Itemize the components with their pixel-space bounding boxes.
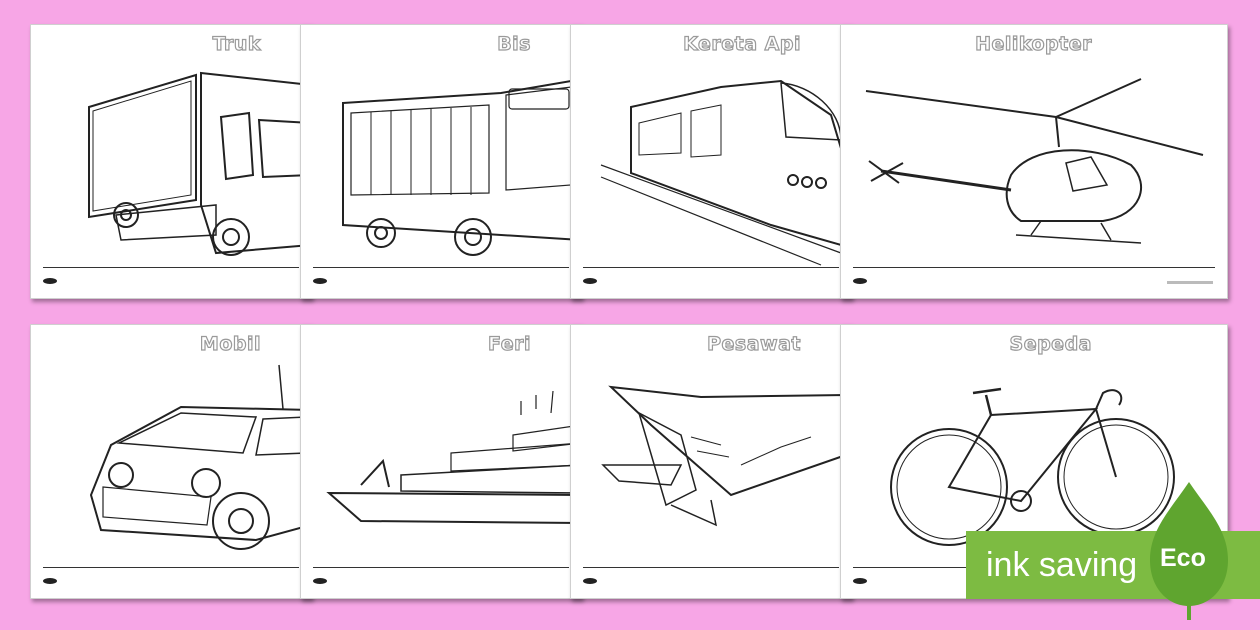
footer-url — [1167, 281, 1213, 284]
card-title: Feri — [487, 332, 531, 355]
plane-illustration — [601, 385, 847, 527]
eco-label: Eco — [1160, 544, 1206, 572]
card-truk: Truk — [30, 24, 312, 299]
brand-logo-icon — [43, 278, 57, 284]
card-mobil: Mobil — [30, 324, 312, 599]
ink-saving-label: ink saving — [986, 546, 1138, 584]
train-illustration — [600, 79, 848, 266]
brand-logo-icon — [853, 278, 867, 284]
footer-rule — [583, 567, 839, 568]
truck-illustration — [88, 71, 311, 256]
bus-illustration — [342, 79, 581, 256]
brand-logo-icon — [583, 578, 597, 584]
card-title: Truk — [212, 32, 261, 55]
footer-rule — [583, 267, 839, 268]
footer-rule — [313, 267, 569, 268]
card-title: Pesawat — [706, 332, 801, 355]
brand-logo-icon — [583, 278, 597, 284]
card-feri: Feri — [300, 324, 582, 599]
card-title: Helikopter — [974, 32, 1092, 55]
footer-rule — [313, 567, 569, 568]
footer-rule — [853, 267, 1215, 268]
card-pesawat: Pesawat — [570, 324, 852, 599]
bicycle-illustration — [890, 387, 1175, 546]
card-bis: Bis — [300, 24, 582, 299]
card-title: Mobil — [199, 332, 261, 355]
card-kereta-api: Kereta Api — [570, 24, 852, 299]
card-helikopter: Helikopter — [840, 24, 1228, 299]
footer-rule — [43, 567, 299, 568]
brand-logo-icon — [313, 578, 327, 584]
brand-logo-icon — [853, 578, 867, 584]
ferry-illustration — [326, 390, 581, 525]
card-title: Kereta Api — [683, 32, 802, 55]
footer-rule — [43, 267, 299, 268]
helicopter-illustration — [865, 78, 1204, 244]
brand-logo-icon — [313, 278, 327, 284]
card-title: Sepeda — [1009, 332, 1092, 355]
card-title: Bis — [497, 32, 532, 55]
car-illustration — [89, 364, 311, 550]
eco-leaf-icon — [1150, 482, 1228, 620]
brand-logo-icon — [43, 578, 57, 584]
